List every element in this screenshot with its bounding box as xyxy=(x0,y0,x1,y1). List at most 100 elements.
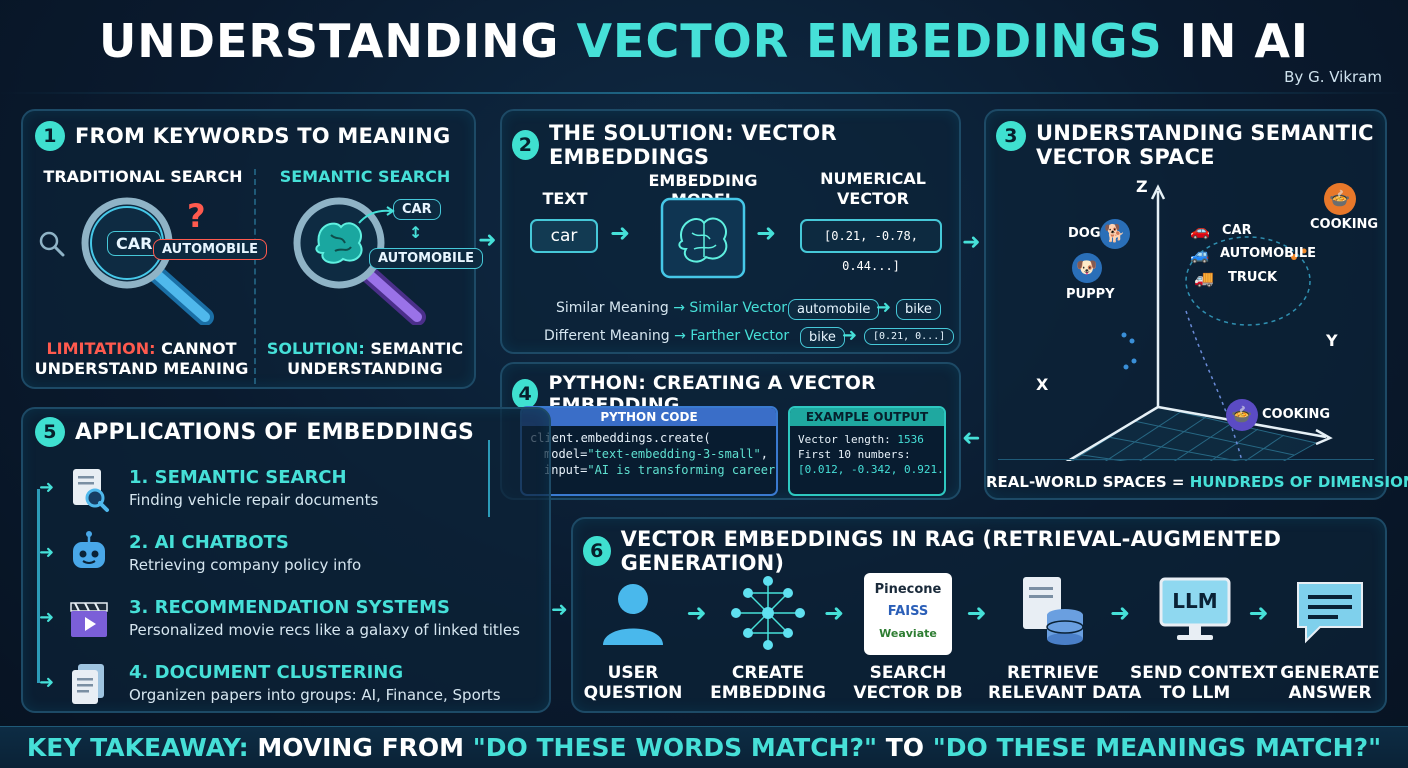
solution-text: SOLUTION: SEMANTIC UNDERSTANDING xyxy=(255,339,475,379)
rag-step-line-1: SEARCH xyxy=(869,663,947,683)
vector-label-1: NUMERICAL xyxy=(820,169,926,188)
solution-label: SOLUTION: xyxy=(266,339,365,358)
point-automobile-label: AUTOMOBILE xyxy=(1220,246,1317,261)
item-arrow: ➜ xyxy=(39,672,55,693)
relation-arrow: ↕ xyxy=(409,223,423,242)
semantic-term-car: CAR xyxy=(393,199,441,220)
page-title: UNDERSTANDING VECTOR EMBEDDINGS IN AI xyxy=(0,14,1408,68)
similar-chip-bike: bike xyxy=(896,299,941,320)
different-row: Different Meaning → Farther Vector xyxy=(544,328,789,344)
robot-icon xyxy=(73,531,105,568)
similar-row: Similar Meaning → Similar Vector xyxy=(556,300,787,316)
text-value-box: car xyxy=(530,219,598,253)
section3-number: 3 xyxy=(996,121,1026,151)
section6-title: VECTOR EMBEDDINGS IN RAG (RETRIEVAL-AUGM… xyxy=(620,527,1282,575)
rag-step-arrow: ➜ xyxy=(824,599,845,627)
section1-divider xyxy=(254,169,256,384)
rag-step-arrow: ➜ xyxy=(1110,599,1131,627)
monitor-icon xyxy=(1159,577,1231,640)
point-car-label: CAR xyxy=(1222,223,1252,238)
arrow-section1-to-2: ➜ xyxy=(478,228,497,253)
puppy-icon: 🐶 xyxy=(1072,253,1102,283)
panel-keywords-to-meaning: 1 FROM KEYWORDS TO MEANING TRADITIONAL S… xyxy=(21,109,484,389)
output-length-value: 1536 xyxy=(897,433,924,446)
rag-step-line-1: USER xyxy=(607,663,659,683)
panel-vector-embeddings: 2 THE SOLUTION: VECTOR EMBEDDINGS TEXT c… xyxy=(500,109,961,354)
section5-title: APPLICATIONS OF EMBEDDINGS xyxy=(75,419,475,445)
rag-step-line-2: EMBEDDING xyxy=(710,683,826,703)
takeaway-bar: KEY TAKEAWAY: MOVING FROM "DO THESE WORD… xyxy=(0,726,1408,768)
code-block: PYTHON CODE client.embeddings.create( mo… xyxy=(520,406,778,496)
clapperboard-icon xyxy=(70,602,108,637)
section1-title: FROM KEYWORDS TO MEANING xyxy=(75,124,451,148)
connector-line-to-rag xyxy=(488,440,490,517)
documents-icon xyxy=(72,664,104,704)
axis-x-label: X xyxy=(1036,375,1049,394)
arrow-text-to-model: ➜ xyxy=(610,219,631,247)
section3-footer: REAL-WORLD SPACES = HUNDREDS OF DIMENSIO… xyxy=(986,473,1408,491)
limitation-text-1: CANNOT xyxy=(161,339,237,358)
code-input-value: "AI is transforming careers" xyxy=(587,463,778,477)
solution-text-2: UNDERSTANDING xyxy=(287,359,443,378)
limitation-label: LIMITATION: xyxy=(46,339,156,358)
rag-step-line-1: CREATE xyxy=(731,663,805,683)
section3-title-2: VECTOR SPACE xyxy=(1036,145,1215,169)
output-header: EXAMPLE OUTPUT xyxy=(790,408,944,426)
point-cooking-top-label: COOKING xyxy=(1310,217,1379,232)
code-line-1: client.embeddings.create( xyxy=(530,431,711,445)
application-description: Organizen papers into groups: AI, Financ… xyxy=(129,686,501,704)
vector-value-box: [0.21, -0.78, 0.44...] xyxy=(800,219,942,273)
takeaway-words: "DO THESE WORDS MATCH?" xyxy=(472,733,877,762)
vector-label-2: VECTOR xyxy=(837,189,909,208)
panel-semantic-vector-space: 3 UNDERSTANDING SEMANTIC VECTOR SPACE xyxy=(984,109,1408,500)
point-truck-label: TRUCK xyxy=(1228,270,1278,285)
title-part3: IN AI xyxy=(1162,14,1310,68)
rag-step-line-2: ANSWER xyxy=(1288,683,1372,703)
rag-step-line-2: VECTOR DB xyxy=(853,683,963,703)
footer-real-world: REAL-WORLD SPACES = xyxy=(986,473,1190,491)
applications-bracket xyxy=(37,489,40,683)
section6-number: 6 xyxy=(583,536,611,566)
similar-chip-arrow: ➜ xyxy=(876,297,892,318)
different-chip-arrow: ➜ xyxy=(842,325,858,346)
footer-dimensions: HUNDREDS OF DIMENSIONS xyxy=(1189,473,1408,491)
application-title: 2. AI CHATBOTS xyxy=(129,532,289,553)
output-length-label: Vector length: xyxy=(798,433,898,446)
traditional-search-title: TRADITIONAL SEARCH xyxy=(43,167,243,186)
document-database-icon xyxy=(1023,577,1084,645)
document-search-icon xyxy=(73,469,109,512)
section5-number: 5 xyxy=(35,417,65,447)
text-label: TEXT xyxy=(542,189,588,208)
rag-step-arrow: ➜ xyxy=(966,599,987,627)
byline: By G. Vikram xyxy=(1284,68,1382,86)
different-chip-vector: [0.21, 0...] xyxy=(864,328,955,345)
arrow-section2-to-3: ➜ xyxy=(962,230,981,255)
takeaway-meanings: "DO THESE MEANINGS MATCH?" xyxy=(932,733,1382,762)
code-model-value: "text-embedding-3-small" xyxy=(587,447,761,461)
different-arrow: → xyxy=(674,328,686,344)
point-cooking-bottom-label: COOKING xyxy=(1262,407,1331,422)
similar-arrow: → xyxy=(673,300,685,316)
cooking-pot-icon-bottom: 🍲 xyxy=(1226,399,1258,431)
section4-number: 4 xyxy=(512,379,539,409)
rag-step-line-1: GENERATE xyxy=(1280,663,1380,683)
section2-header: 2 THE SOLUTION: VECTOR EMBEDDINGS xyxy=(512,121,959,169)
axis-z-label: Z xyxy=(1136,177,1148,196)
section1-header: 1 FROM KEYWORDS TO MEANING xyxy=(35,121,450,151)
user-icon xyxy=(603,584,663,645)
point-puppy-label: PUPPY xyxy=(1066,287,1115,302)
cooking-pot-icon-top: 🍲 xyxy=(1324,183,1356,215)
arrow-model-to-vector: ➜ xyxy=(756,219,777,247)
rag-step-line-2: RELEVANT DATA xyxy=(988,683,1142,703)
similar-meaning: Similar Meaning xyxy=(556,300,669,316)
db-weaviate: Weaviate xyxy=(879,627,937,640)
